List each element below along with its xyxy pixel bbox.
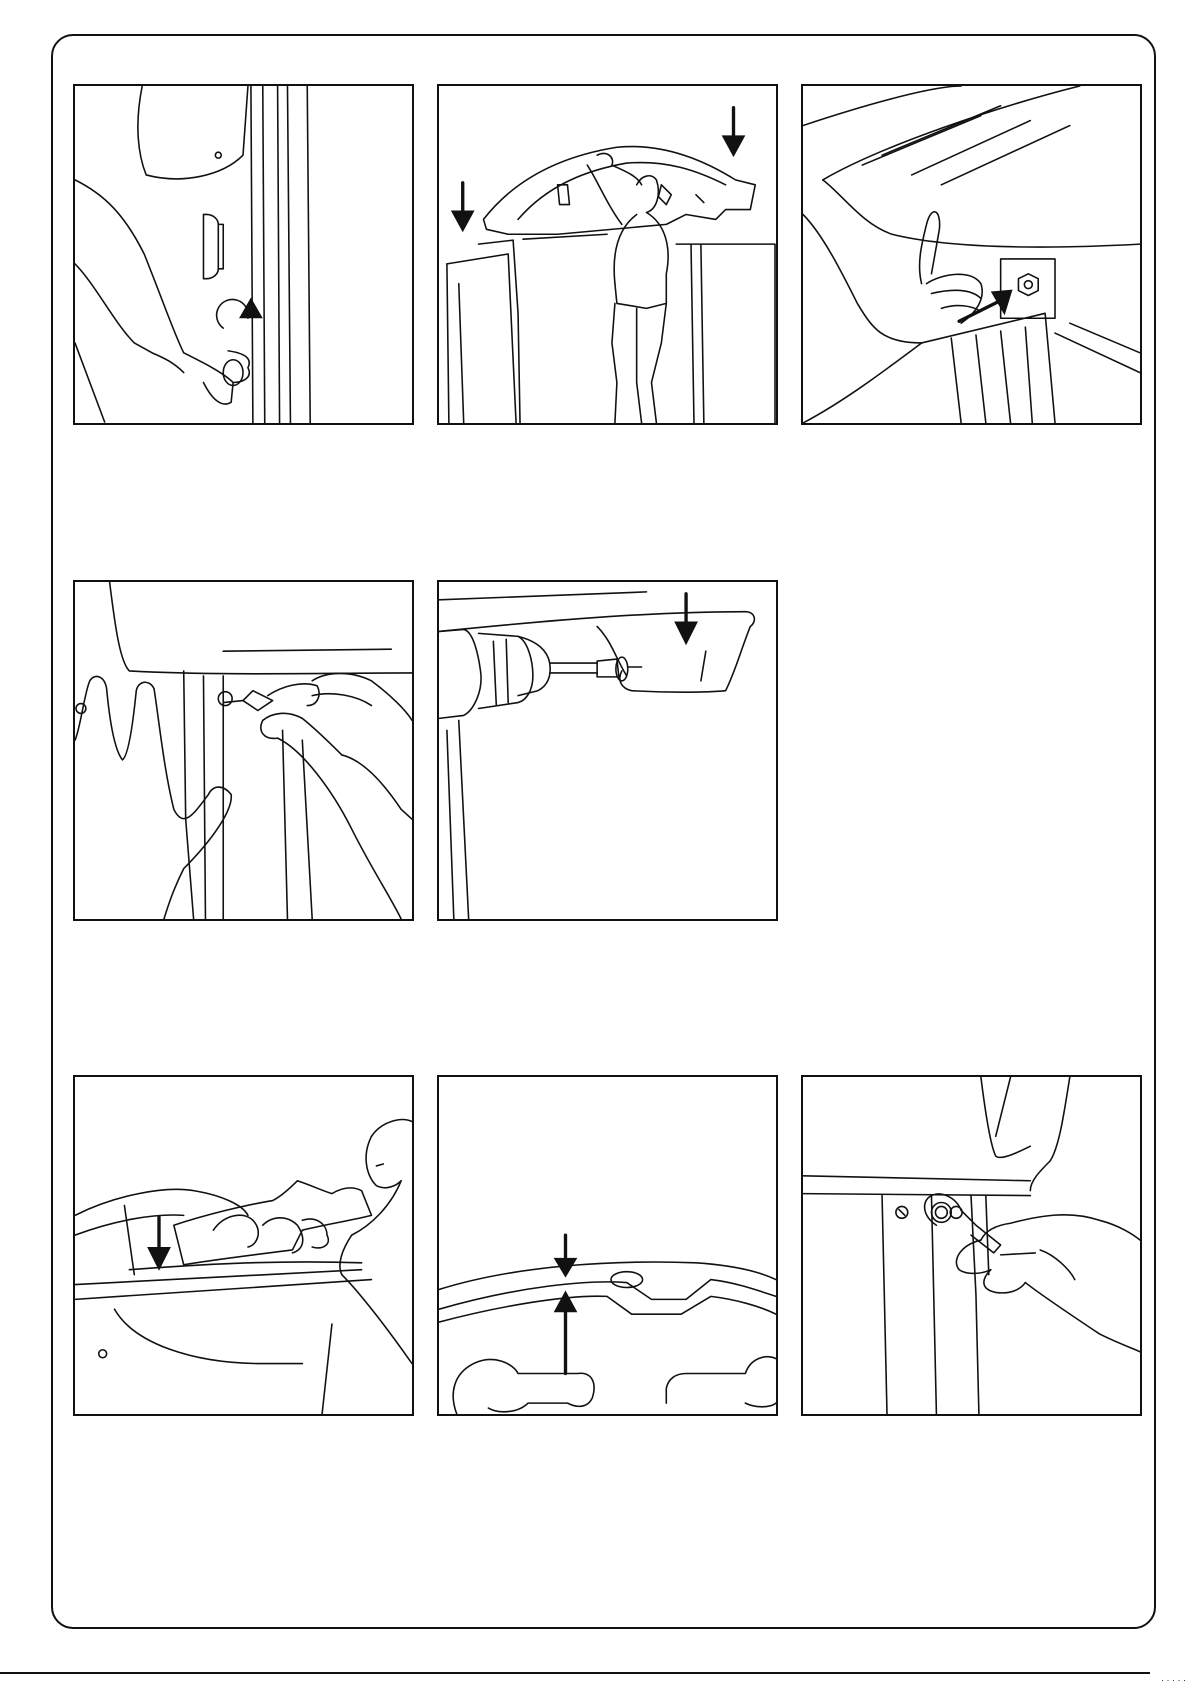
footer-rule xyxy=(0,1672,1150,1674)
footer-mark: · · · · · xyxy=(1161,1675,1186,1685)
inserting-bolt-illustration xyxy=(75,582,412,919)
panel-5-drill xyxy=(437,580,778,921)
panel-3-roof-corner-bolt xyxy=(801,84,1142,425)
panel-1-door-knob xyxy=(73,84,414,425)
placing-roof-panel-illustration xyxy=(75,1077,412,1414)
wrench-illustration xyxy=(803,1077,1140,1414)
lifting-roof-illustration xyxy=(439,86,776,423)
panel-2-lifting-roof xyxy=(437,84,778,425)
panel-4-inserting-bolt xyxy=(73,580,414,921)
drill-illustration xyxy=(439,582,776,919)
door-knob-illustration xyxy=(75,86,412,423)
roof-gap-illustration xyxy=(439,1077,776,1414)
panel-6-placing-roof-panel xyxy=(73,1075,414,1416)
panel-8-wrench xyxy=(801,1075,1142,1416)
roof-corner-illustration xyxy=(803,86,1140,423)
panel-7-roof-gap xyxy=(437,1075,778,1416)
